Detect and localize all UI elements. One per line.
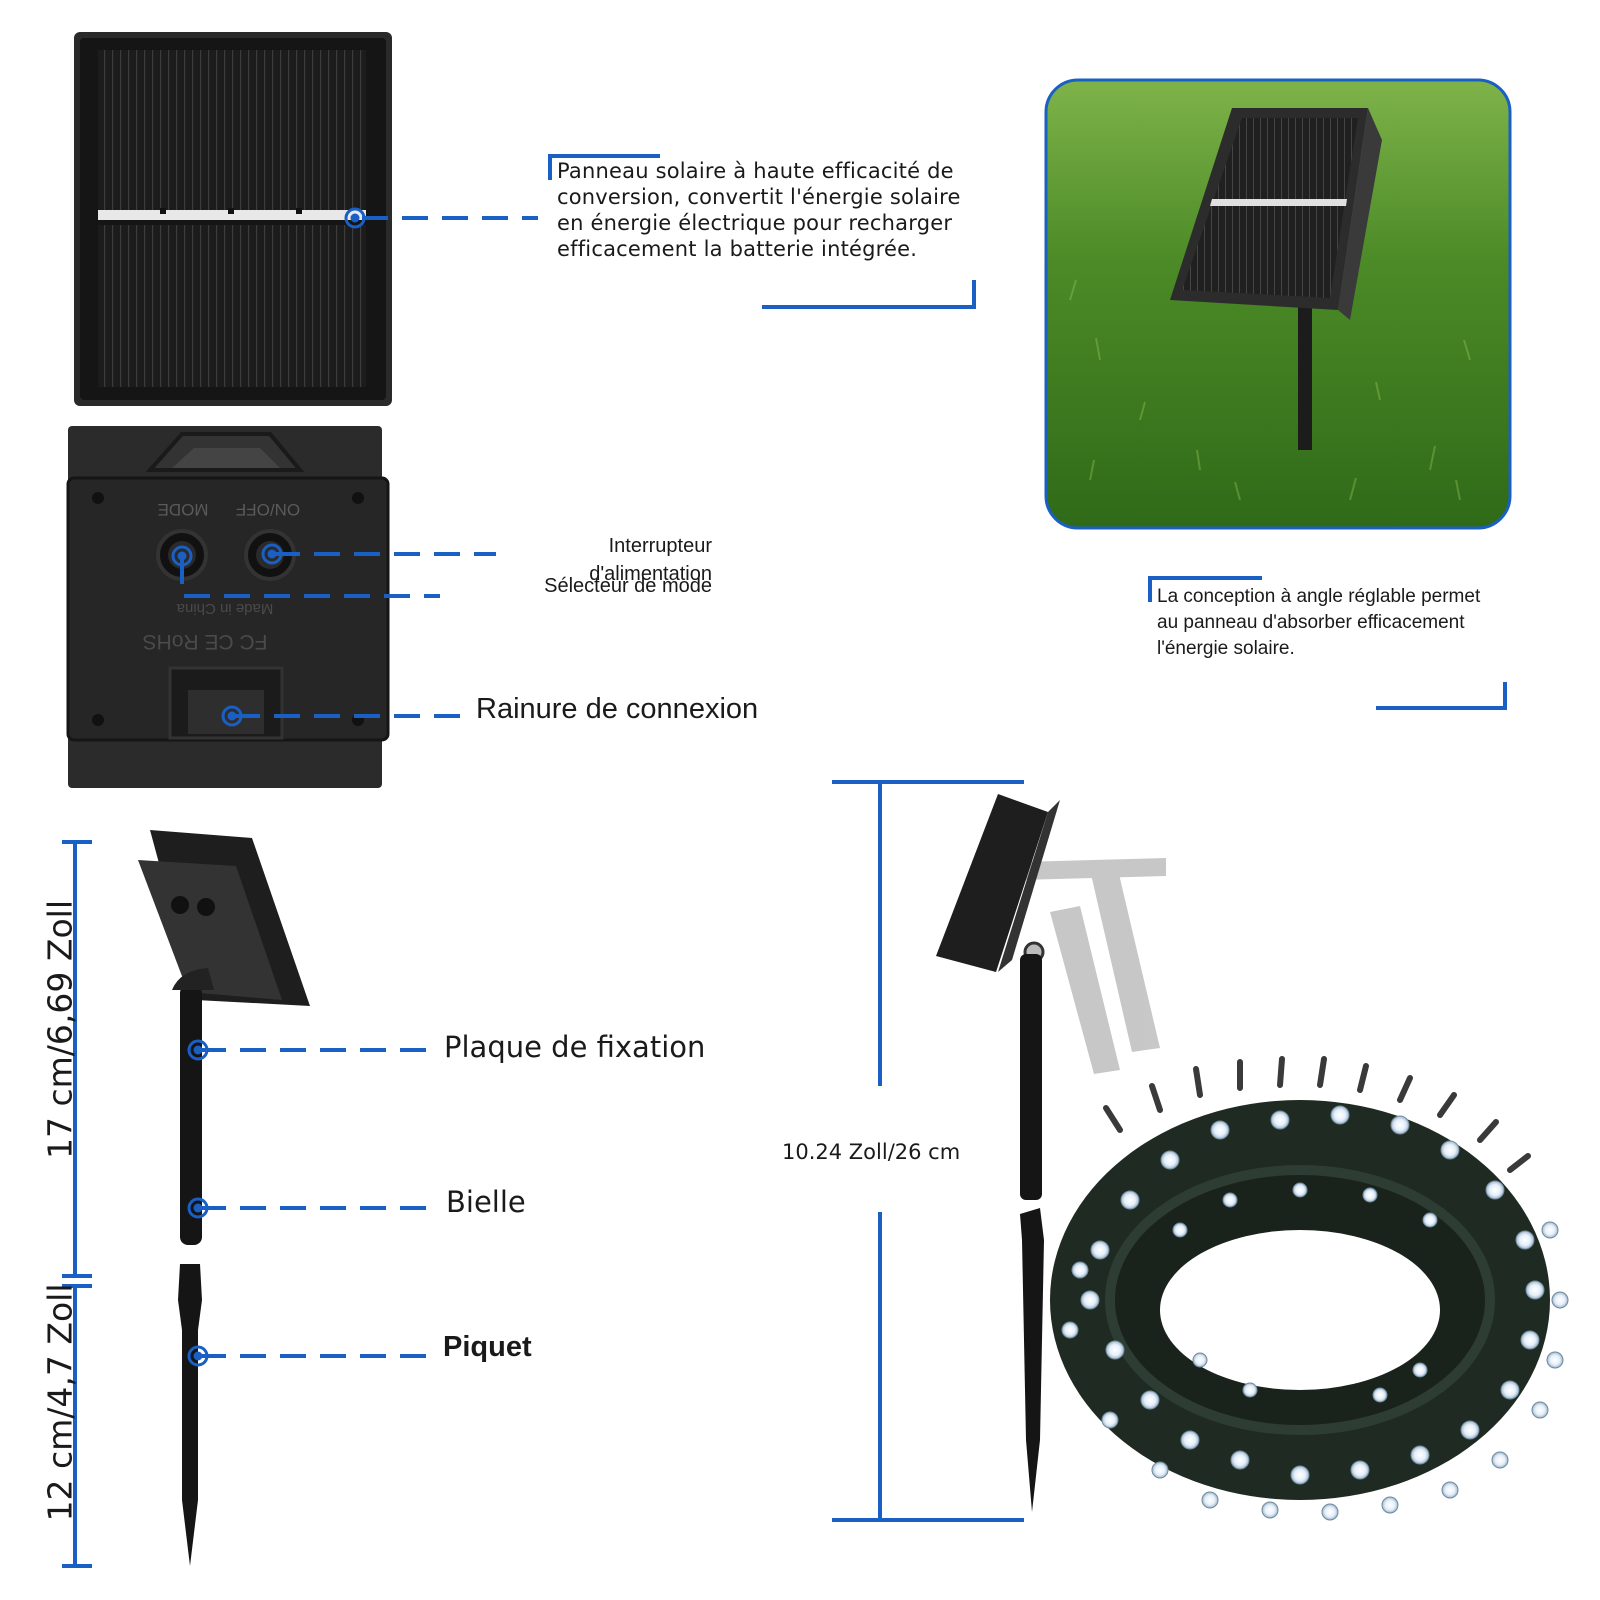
- mode-selector-label: Sélecteur de mode: [544, 575, 712, 597]
- dimension-lines: [62, 780, 1024, 1568]
- stake-assembly-left: [138, 830, 310, 1566]
- on-off-marking: ON/OFF: [236, 500, 300, 519]
- connection-groove-label: Rainure de connexion: [476, 693, 759, 725]
- total-height-label: 10.24 Zoll/26 cm: [782, 1140, 961, 1164]
- power-switch-label: Interrupteur d'alimentation: [589, 535, 712, 585]
- led-string-coil: [1050, 1056, 1569, 1521]
- mounting-plate-label: Plaque de fixation: [444, 1030, 706, 1064]
- made-in-marking: Made in China: [176, 600, 273, 617]
- callout-markers: [171, 207, 366, 1367]
- angle-description: La conception à angle réglable permet au…: [1157, 586, 1481, 659]
- lower-height-label: 12 cm/4,7 Zoll: [40, 1283, 80, 1522]
- callout-lines: [180, 216, 538, 1358]
- upper-height-label: 17 cm/6,69 Zoll: [40, 900, 80, 1159]
- mode-marking: MODE: [158, 500, 209, 519]
- certification-marking: FC CE RoHS: [143, 630, 268, 653]
- connecting-rod-label: Bielle: [446, 1185, 526, 1219]
- stake-label: Piquet: [443, 1331, 532, 1363]
- garden-photo: [1044, 78, 1512, 530]
- solar-panel-front: [74, 32, 392, 406]
- panel-description: Panneau solaire à haute efficacité de co…: [557, 159, 961, 261]
- text-brackets: [548, 154, 1507, 710]
- stake-assembly-right: [936, 794, 1166, 1512]
- solar-panel-back: [66, 426, 390, 788]
